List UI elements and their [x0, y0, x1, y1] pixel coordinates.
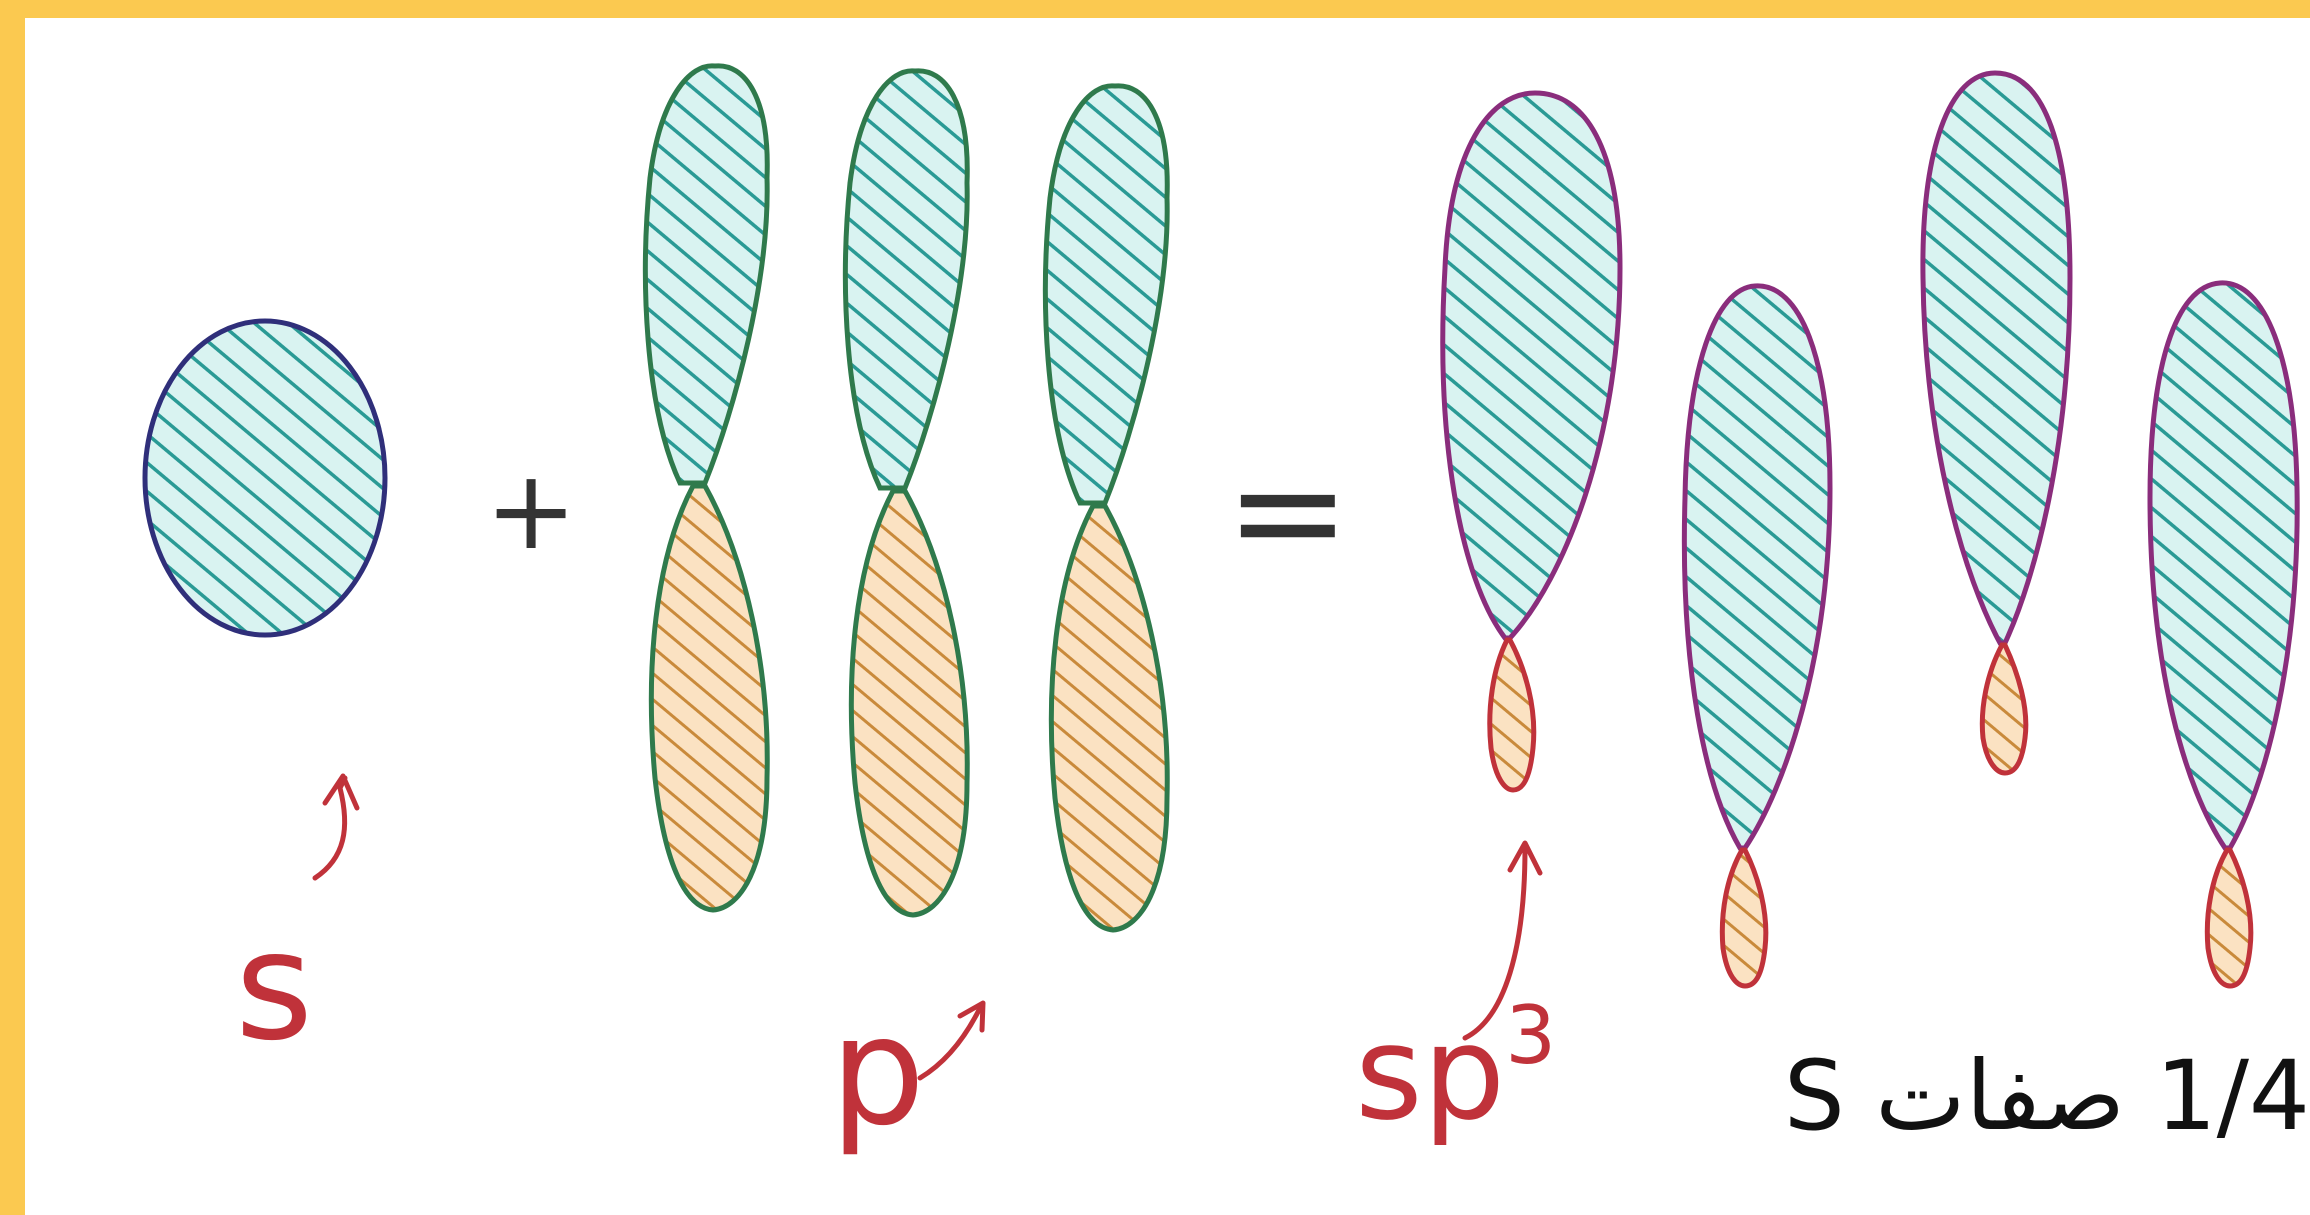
- p-orbital-2: [845, 71, 967, 915]
- p-label: p: [830, 985, 925, 1159]
- s-orbital: [145, 321, 385, 635]
- sp3-orbital-2: [1684, 286, 1830, 986]
- p-orbital-1: [645, 66, 767, 910]
- caption-text: 1/4 صفات S: [1784, 1040, 2310, 1152]
- s-label: s: [235, 900, 313, 1074]
- diagram-frame: s + p = sp3 1/4 صفات S: [25, 18, 2310, 1215]
- sp3-orbital-4: [2150, 283, 2297, 986]
- sp3-orbital-1: [1443, 93, 1620, 790]
- p-orbital-3: [1045, 86, 1167, 930]
- sp3-label-superscript: 3: [1505, 989, 1556, 1082]
- plus-sign: +: [485, 446, 577, 574]
- sp3-label: sp3: [1355, 989, 1556, 1149]
- sp3-label-base: sp: [1355, 997, 1505, 1149]
- orbital-hybridization-diagram: s + p = sp3: [25, 18, 2310, 1215]
- sp3-orbital-3: [1923, 73, 2070, 773]
- p-label-arrow: [920, 1008, 980, 1078]
- equals-sign: =: [1225, 425, 1351, 599]
